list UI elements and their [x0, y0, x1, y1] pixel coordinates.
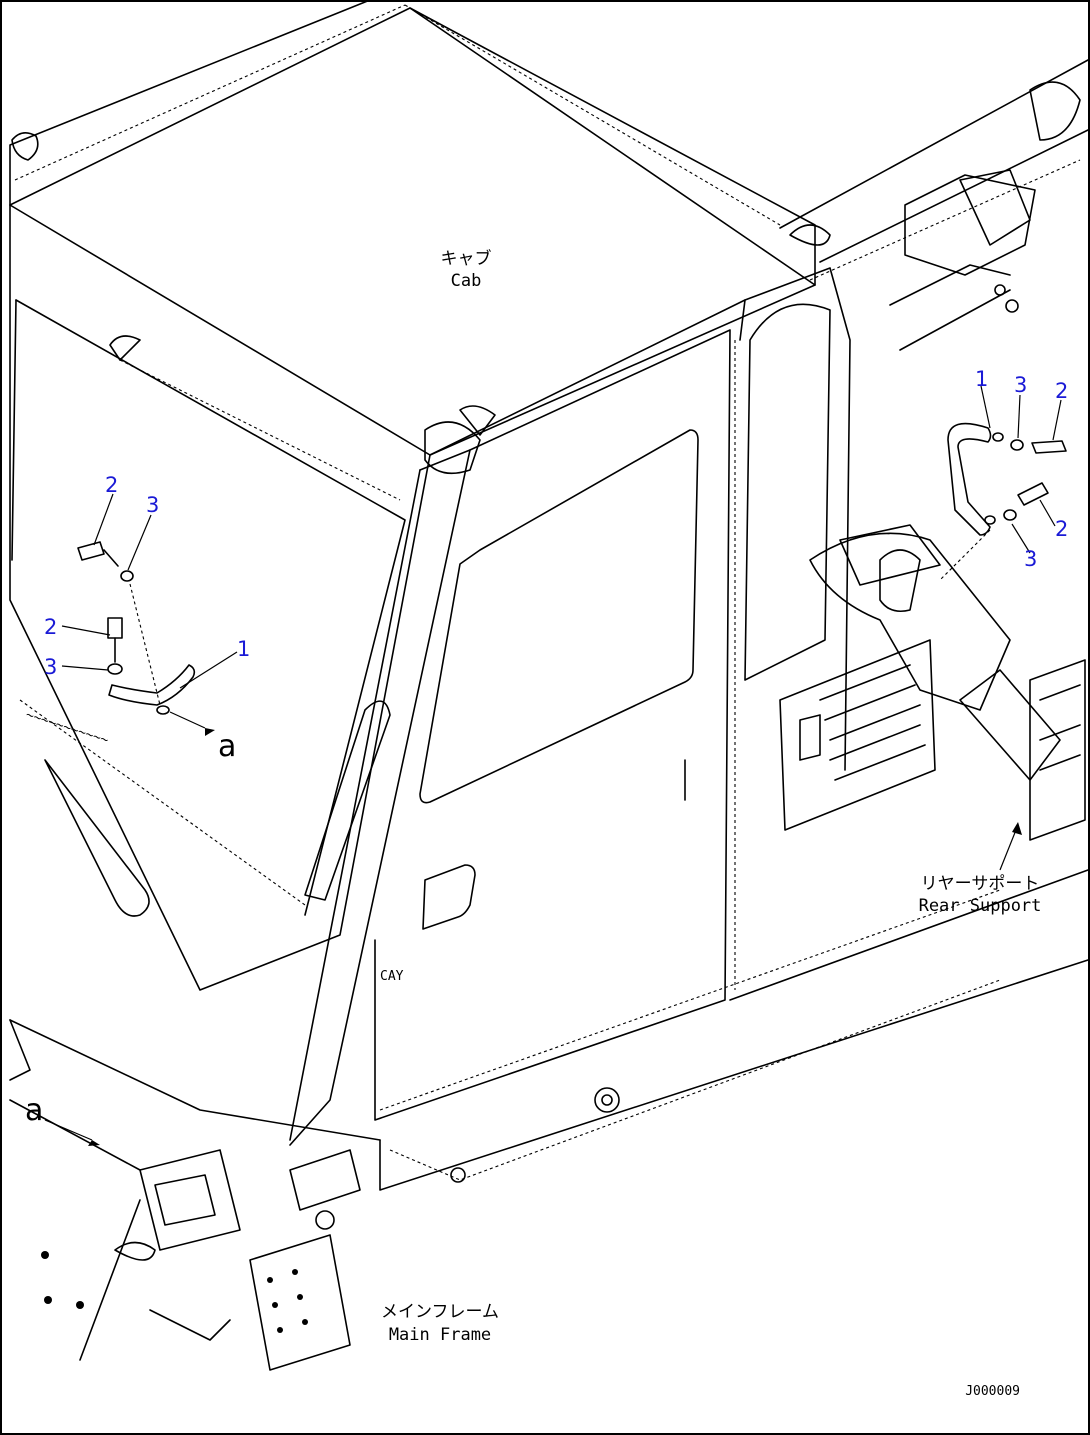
callout-3-left-upper: 3	[146, 493, 159, 517]
bolt-right-lower	[1017, 482, 1049, 506]
handrail-right	[947, 422, 992, 536]
left-handrail-assembly	[77, 541, 215, 736]
callout-1-right: 1	[975, 367, 988, 391]
label-cab-jp: キャブ	[441, 248, 492, 269]
cab-pillar-door: CAY	[289, 299, 746, 1146]
callout-2-right-upper: 2	[1055, 379, 1068, 403]
washer-right-upper	[1010, 439, 1024, 451]
rear-body	[379, 267, 1089, 1191]
washer-left-lower	[107, 663, 123, 675]
label-main-frame-en: Main Frame	[389, 1325, 491, 1345]
callout-3-right-lower: 3	[1024, 547, 1037, 571]
label-cab-en: Cab	[451, 271, 482, 291]
svg-text:CAY: CAY	[380, 969, 404, 984]
washer-right-lower	[1003, 509, 1017, 521]
callout-1-left: 1	[237, 637, 250, 661]
callout-3-right-upper: 3	[1014, 373, 1027, 397]
handrail-left	[108, 664, 196, 706]
bolt-head-left-lower	[107, 617, 123, 639]
upper-frame	[779, 59, 1089, 351]
callout-2-right-lower: 2	[1055, 517, 1068, 541]
drawing-code: J000009	[965, 1384, 1020, 1399]
bolt-right-upper	[1031, 440, 1067, 454]
label-main-frame-jp: メインフレーム	[381, 1302, 499, 1322]
callout-2-left-lower: 2	[44, 615, 57, 639]
right-handrail-assembly	[939, 422, 1067, 581]
callout-3-left-lower: 3	[44, 655, 57, 679]
washer-left-upper	[120, 570, 134, 582]
view-a-arrow-lower	[44, 1119, 100, 1146]
callout-2-left-upper: 2	[105, 473, 118, 497]
view-a-marker-upper: a	[218, 729, 236, 764]
label-rear-support-jp: リヤーサポート	[921, 874, 1040, 894]
bolt-head-left-upper	[77, 541, 105, 561]
main-frame	[9, 979, 1001, 1371]
view-a-marker-lower: a	[25, 1093, 43, 1128]
callout-leaders	[61, 385, 1062, 871]
label-rear-support-en: Rear Support	[919, 896, 1042, 916]
